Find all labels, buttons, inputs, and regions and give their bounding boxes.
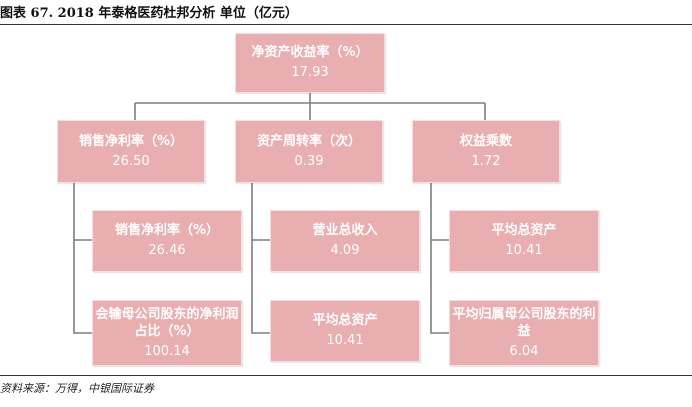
node-net-margin-sub: 销售净利率（%） 26.46 xyxy=(92,210,242,272)
top-rule xyxy=(0,24,692,25)
node-roe: 净资产收益率（%） 17.93 xyxy=(235,33,385,93)
node-avg-total-assets-value: 10.41 xyxy=(326,333,364,348)
node-net-margin-sub-value: 26.46 xyxy=(148,243,186,258)
connector-net-margin-children xyxy=(73,183,92,334)
node-net-margin-sub-label: 销售净利率（%） xyxy=(114,223,220,238)
connector-asset-turnover-children xyxy=(251,183,270,334)
node-total-revenue: 营业总收入 4.09 xyxy=(270,210,420,272)
node-net-margin-label: 销售净利率（%） xyxy=(78,133,184,149)
node-roe-label: 净资产收益率（%） xyxy=(251,45,369,60)
node-avg-parent-equity-value: 6.04 xyxy=(509,343,539,359)
node-asset-turnover-label: 资产周转率（次） xyxy=(256,133,361,149)
node-avg-parent-equity-label: 平均归属母公司股东的利益 xyxy=(452,306,596,339)
node-parent-share: 会输母公司股东的净利润占比（%） 100.14 xyxy=(92,300,242,366)
node-equity-multiplier-label: 权益乘数 xyxy=(459,133,512,149)
node-avg-total-assets-label: 平均总资产 xyxy=(312,313,378,328)
node-net-margin-value: 26.50 xyxy=(112,153,150,169)
node-roe-value: 17.93 xyxy=(291,65,329,80)
node-equity-multiplier: 权益乘数 1.72 xyxy=(412,120,560,183)
node-parent-share-value: 100.14 xyxy=(144,343,190,359)
node-asset-turnover: 资产周转率（次） 0.39 xyxy=(235,120,383,183)
node-total-revenue-label: 营业总收入 xyxy=(312,223,378,238)
node-net-margin: 销售净利率（%） 26.50 xyxy=(57,120,205,183)
node-parent-share-label: 会输母公司股东的净利润占比（%） xyxy=(95,306,239,339)
node-avg-total-assets-2-value: 10.41 xyxy=(505,243,543,258)
node-equity-multiplier-value: 1.72 xyxy=(471,153,501,169)
node-avg-total-assets-2-label: 平均总资产 xyxy=(491,223,557,238)
connector-equity-children xyxy=(430,183,449,334)
node-avg-total-assets: 平均总资产 10.41 xyxy=(270,300,420,362)
figure-title: 图表 67. 2018 年泰格医药杜邦分析 单位（亿元） xyxy=(0,6,298,21)
node-asset-turnover-value: 0.39 xyxy=(294,153,324,169)
bottom-rule xyxy=(0,375,692,376)
source-note: 资料来源：万得，中银国际证券 xyxy=(0,382,154,395)
node-avg-parent-equity: 平均归属母公司股东的利益 6.04 xyxy=(449,300,599,366)
node-total-revenue-value: 4.09 xyxy=(330,243,360,258)
node-avg-total-assets-2: 平均总资产 10.41 xyxy=(449,210,599,272)
